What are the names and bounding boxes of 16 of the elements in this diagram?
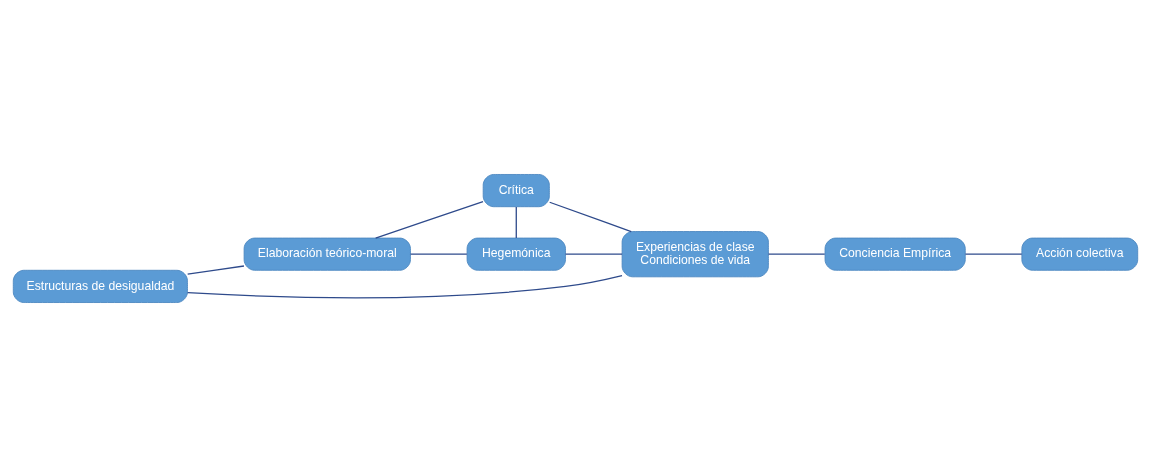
connector bbox=[187, 264, 245, 275]
node-box: Crítica bbox=[482, 173, 550, 207]
connector bbox=[186, 274, 623, 298]
connector bbox=[564, 253, 623, 255]
node-box: Elaboración teórico-moral bbox=[243, 237, 411, 271]
node-box: Hegemónica bbox=[466, 237, 566, 271]
node-box: Estructuras de desigualdad bbox=[12, 269, 188, 303]
connector bbox=[964, 253, 1023, 255]
connector bbox=[375, 200, 484, 239]
node-box: Acción colectiva bbox=[1021, 237, 1139, 271]
connector bbox=[767, 253, 826, 255]
connector bbox=[409, 253, 468, 255]
connector bbox=[549, 201, 632, 232]
node-box: Experiencias de clase Condiciones de vida bbox=[621, 230, 769, 277]
connector bbox=[515, 205, 517, 239]
node-box: Conciencia Empírica bbox=[824, 237, 966, 271]
